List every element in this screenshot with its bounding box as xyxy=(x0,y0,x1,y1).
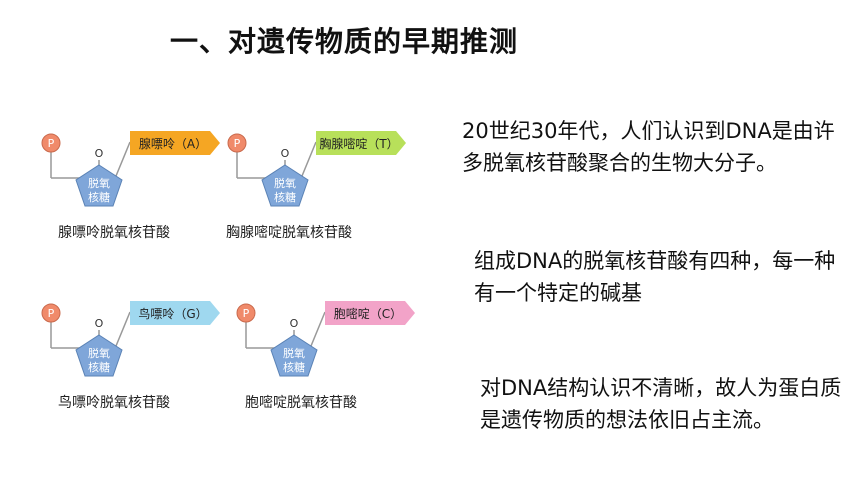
oxygen-label: O xyxy=(95,147,104,160)
sugar-label-1: 脱氧 xyxy=(283,346,305,360)
nucleotide-caption: 腺嘌呤脱氧核苷酸 xyxy=(58,225,170,241)
base-label: 胸腺嘧啶（T） xyxy=(319,136,398,151)
phosphate-label: P xyxy=(243,307,250,320)
nucleotide-cytosine: P O 脱氧 核糖 胞嘧啶（C） 胞嘧啶脱氧核苷酸 xyxy=(235,298,455,438)
base-tag xyxy=(130,301,220,325)
paragraph-protein-hypothesis: 对DNA结构认识不清晰，故人为蛋白质是遗传物质的想法依旧占主流。 xyxy=(480,376,842,432)
base-tag xyxy=(130,131,220,155)
phosphate-icon xyxy=(227,133,247,153)
paragraph-four-nucleotides: 组成DNA的脱氧核苷酸有四种，每一种有一个特定的碱基 xyxy=(474,249,836,305)
sugar-label-1: 脱氧 xyxy=(88,346,110,360)
nucleotide-diagram-guanine: P O 脱氧 核糖 鸟嘌呤（G） xyxy=(41,301,220,377)
base-tag xyxy=(316,131,406,155)
oxygen-label: O xyxy=(281,147,290,160)
paragraph-dna-discovery: 20世纪30年代，人们认识到DNA是由许多脱氧核苷酸聚合的生物大分子。 xyxy=(462,119,835,175)
deoxyribose-pentagon xyxy=(75,164,123,207)
page-title: 一、对遗传物质的早期推测 xyxy=(170,25,519,58)
nucleotide-diagram-thymine: P O 脱氧 核糖 胸腺嘧啶（T） xyxy=(227,131,406,207)
nucleotide-diagram-adenine: P O 脱氧 核糖 腺嘌呤（A） xyxy=(41,131,220,207)
oxygen-label: O xyxy=(95,317,104,330)
nucleotide-guanine: P O 脱氧 核糖 鸟嘌呤（G） 鸟嘌呤脱氧核苷酸 xyxy=(40,298,260,438)
sugar-label-2: 核糖 xyxy=(283,360,305,374)
base-label: 腺嘌呤（A） xyxy=(139,136,207,151)
phosphate-label: P xyxy=(48,307,55,320)
base-label: 鸟嘌呤（G） xyxy=(138,306,207,321)
base-tag xyxy=(325,301,415,325)
phosphate-label: P xyxy=(48,137,55,150)
phosphate-icon xyxy=(41,303,61,323)
phosphate-label: P xyxy=(234,137,241,150)
oxygen-label: O xyxy=(290,317,299,330)
phosphate-icon xyxy=(236,303,256,323)
base-label: 胞嘧啶（C） xyxy=(334,307,402,321)
nucleotide-thymine: P O 脱氧 核糖 胸腺嘧啶（T） 胸腺嘧啶脱氧核苷酸 xyxy=(226,128,446,268)
deoxyribose-pentagon xyxy=(270,334,318,377)
phosphate-icon xyxy=(41,133,61,153)
nucleotide-caption: 胸腺嘧啶脱氧核苷酸 xyxy=(226,225,352,241)
sugar-label-2: 核糖 xyxy=(88,190,110,204)
sugar-label-1: 脱氧 xyxy=(274,176,296,190)
deoxyribose-pentagon xyxy=(75,334,123,377)
sugar-label-2: 核糖 xyxy=(88,360,110,374)
nucleotide-diagram-cytosine: P O 脱氧 核糖 胞嘧啶（C） xyxy=(236,301,415,377)
nucleotide-caption: 胞嘧啶脱氧核苷酸 xyxy=(245,395,357,411)
sugar-label-2: 核糖 xyxy=(274,190,296,204)
nucleotide-caption: 鸟嘌呤脱氧核苷酸 xyxy=(58,395,170,411)
sugar-label-1: 脱氧 xyxy=(88,176,110,190)
nucleotide-adenine: P O 脱氧 核糖 腺嘌呤（A） 腺嘌呤脱氧核苷酸 xyxy=(40,128,260,268)
deoxyribose-pentagon xyxy=(261,164,309,207)
